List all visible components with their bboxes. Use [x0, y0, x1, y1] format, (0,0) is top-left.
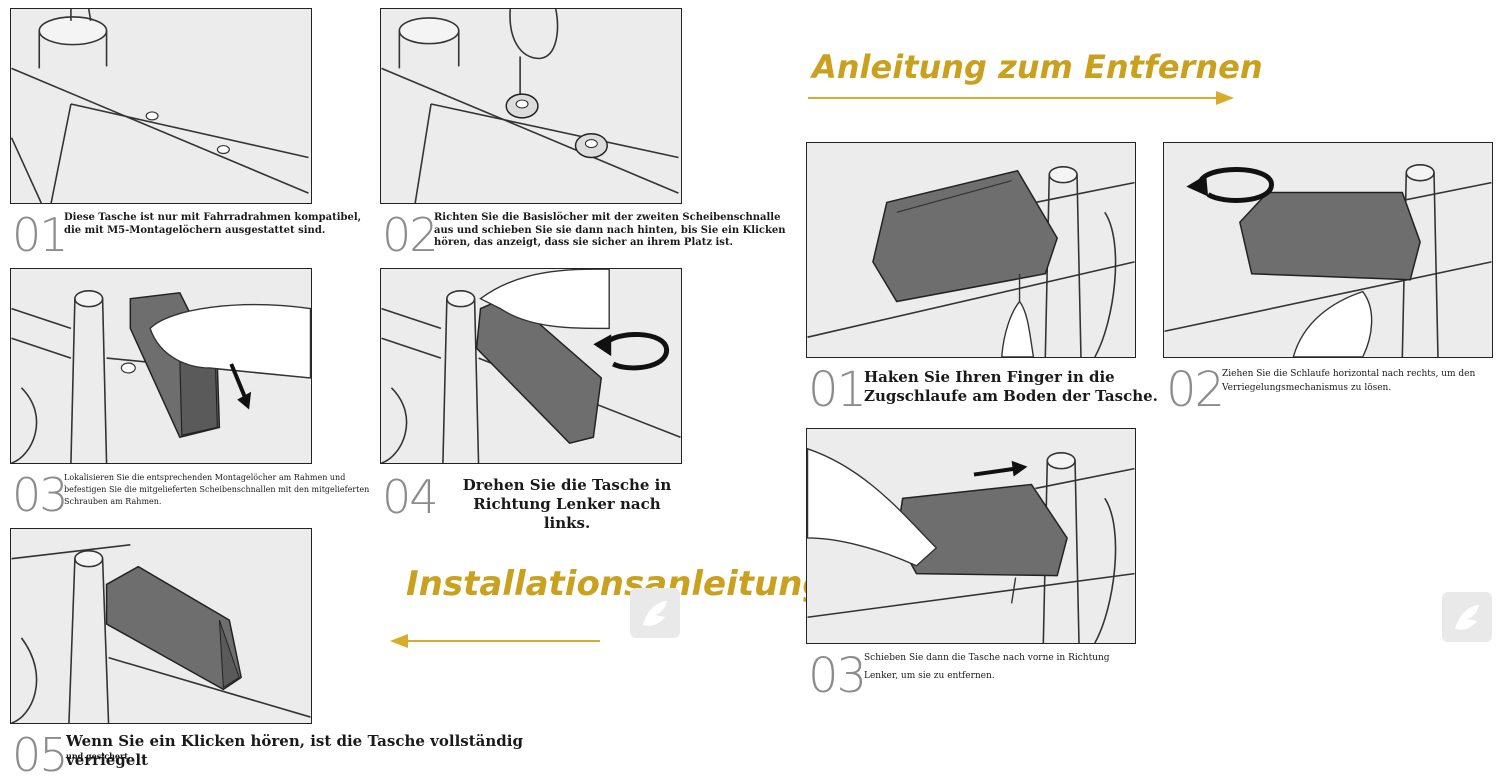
install-step-05-text-cont: und gesichert.: [66, 751, 131, 761]
left-arrow-icon: [390, 634, 408, 648]
bag-shape: [1239, 191, 1421, 281]
install-step-01-text: Diese Tasche ist nur mit Fahrradrahmen k…: [64, 212, 362, 236]
removal-panel-03: [806, 428, 1136, 644]
removal-heading: Anleitung zum Entfernen: [812, 48, 1263, 86]
install-step-05-text: Wenn Sie ein Klicken hören, ist die Tasc…: [66, 732, 523, 769]
install-panel-01: [10, 8, 312, 204]
removal-panel-01: [806, 142, 1136, 358]
install-step-02-number: 02: [382, 208, 439, 262]
removal-step-02-text: Ziehen Sie die Schlaufe horizontal nach …: [1222, 369, 1476, 393]
down-arrow-icon: [229, 363, 252, 410]
bag-placement-illustration: [11, 289, 311, 463]
bag-shape: [105, 565, 243, 691]
removal-panel-02: [1163, 142, 1493, 358]
removal-step-03-number: 03: [808, 648, 867, 704]
right-arrow-icon: [1216, 91, 1234, 105]
removal-step-01-text: Haken Sie Ihren Finger in die Zugschlauf…: [864, 368, 1158, 405]
release-illustration: [1164, 164, 1492, 357]
rotate-arrow-icon: [593, 332, 670, 371]
pull-loop-illustration: [807, 165, 1135, 357]
slide-bag-illustration: [807, 447, 1135, 643]
install-heading: Installationsanleitung: [406, 564, 827, 604]
bike-frame-illustration: [11, 9, 309, 203]
install-heading-arrow: [406, 640, 600, 642]
install-step-04-number: 04: [382, 470, 439, 524]
removal-step-01-number: 01: [808, 362, 867, 418]
bag-locked-illustration: [11, 544, 311, 723]
removal-heading-arrow: [808, 97, 1218, 99]
removal-step-03-text-cont: Lenker, um sie zu entfernen.: [864, 671, 995, 681]
install-panel-02: [380, 8, 682, 204]
rotate-arrow-icon: [1186, 167, 1275, 203]
install-step-03-text: Lokalisieren Sie die entsprechenden Mont…: [64, 473, 370, 506]
install-panel-04: [380, 268, 682, 464]
install-step-04-text: Drehen Sie die Tasche in Richtung Lenker…: [462, 476, 672, 532]
screwdriver-illustration: [381, 9, 679, 203]
removal-step-03-text: Schieben Sie dann die Tasche nach vorne …: [864, 653, 1110, 663]
bag-rotation-illustration: [381, 269, 681, 463]
right-arrow-icon: [973, 460, 1028, 477]
brand-logo-icon: [630, 588, 680, 638]
removal-step-02-number: 02: [1166, 362, 1225, 418]
install-step-05-number: 05: [12, 728, 69, 782]
install-step-01-number: 01: [12, 208, 69, 262]
install-panel-05: [10, 528, 312, 724]
install-step-02-text: Richten Sie die Basislöcher mit der zwei…: [434, 212, 786, 248]
install-panel-03: [10, 268, 312, 464]
bag-shape: [895, 483, 1068, 577]
brand-logo-icon: [1442, 592, 1492, 642]
bag-shape: [872, 169, 1059, 303]
install-step-03-number: 03: [12, 468, 69, 522]
